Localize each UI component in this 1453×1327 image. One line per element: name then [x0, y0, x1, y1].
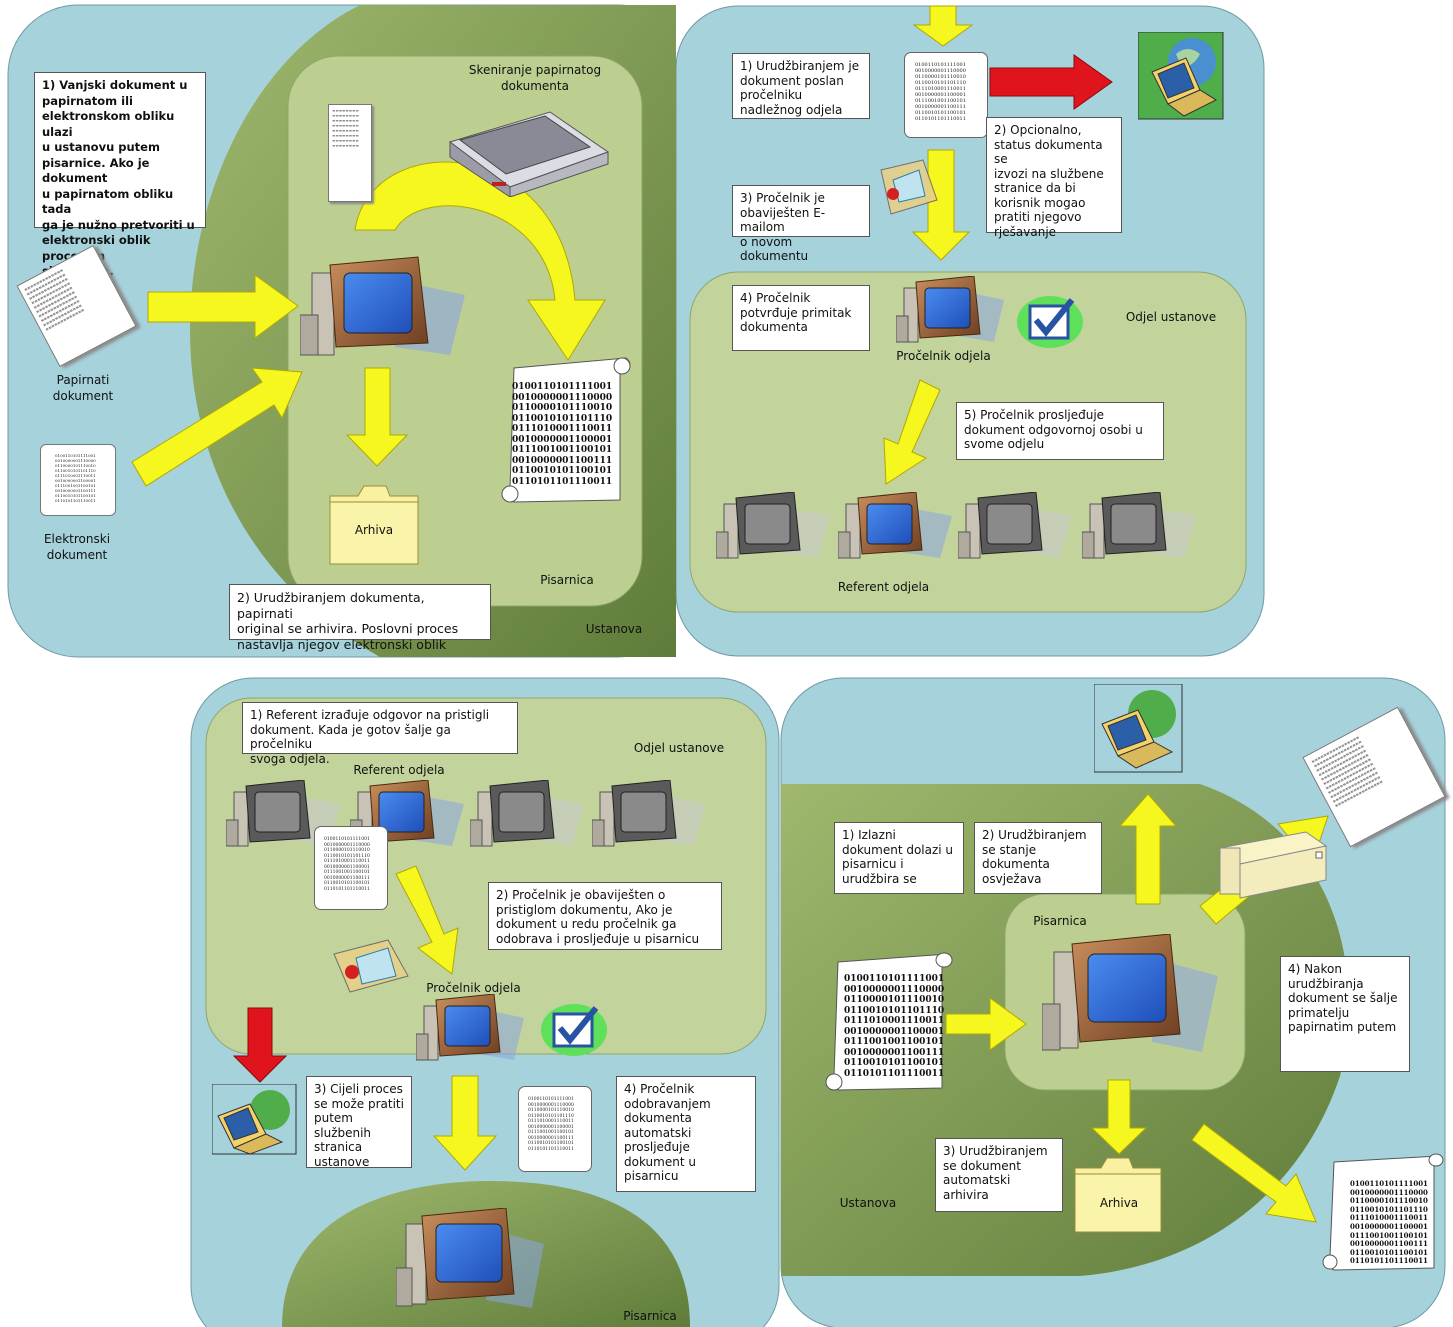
paper-document-icon: ≡≡≡≡≡≡≡≡ ≡≡≡≡≡≡≡≡ ≡≡≡≡≡≡≡≡ ≡≡≡≡≡≡≡≡ ≡≡≡≡…: [328, 104, 372, 202]
binary-block: 0100110101111001 0010000001110000 011000…: [512, 382, 613, 487]
pisarnica-label: Pisarnica: [540, 573, 594, 587]
panel1-scan-label: Skeniranje papirnatog dokumenta: [468, 63, 602, 93]
binary-block: 0100110101111001 0010000001110000 011000…: [844, 974, 945, 1079]
folder-icon: [329, 485, 419, 565]
procelnik-label: Pročelnik odjela: [896, 349, 991, 363]
panel2-box-5: 5) Pročelnik prosljeđuje dokument odgovo…: [956, 402, 1164, 460]
binary-block: 0100110101111001 0010000001110000 011000…: [1350, 1179, 1428, 1266]
scanner-icon: [448, 111, 610, 197]
scroll-icon: 0100110101111001 0010000001110000 011000…: [518, 1086, 592, 1172]
panel2-box-3: 3) Pročelnik je obaviješten E-mailom o n…: [732, 185, 870, 263]
panel-reply-document: 1) Referent izrađuje odgovor na pristigl…: [190, 676, 780, 1327]
referent-label: Referent odjela: [353, 763, 445, 777]
panel3-box-4: 4) Pročelnik odobravanjem dokumenta auto…: [616, 1076, 756, 1192]
megaphone-icon: [880, 159, 938, 215]
printer-icon: [1218, 831, 1328, 899]
computer-icon: [1082, 492, 1196, 559]
odjel-label: Odjel ustanove: [1125, 310, 1217, 324]
ustanova-label: Ustanova: [839, 1196, 897, 1210]
panel-outgoing-document: ≡≡≡≡≡≡≡≡≡≡≡≡≡≡≡≡ ≡≡≡≡≡≡≡≡≡≡≡≡≡≡≡≡ ≡≡≡≡≡≡…: [780, 676, 1453, 1327]
panel1-box-2: 2) Urudžbiranjem dokumenta, papirnati or…: [229, 584, 491, 652]
computer-icon: [396, 1208, 544, 1308]
computer-icon: [470, 780, 584, 847]
panel3-box-3: 3) Cijeli proces se može pratiti putem s…: [306, 1076, 412, 1169]
computer-icon: [716, 492, 830, 559]
checkmark-icon: [541, 1004, 607, 1056]
panel4-box-1: 1) Izlazni dokument dolazi u pisarnicu i…: [834, 822, 964, 894]
panel3-box-2: 2) Pročelnik je obaviješten o pristiglom…: [488, 882, 722, 950]
procelnik-label: Pročelnik odjela: [426, 981, 521, 995]
pisarnica-label: Pisarnica: [1033, 914, 1087, 928]
panel4-box-2: 2) Urudžbiranjem se stanje dokumenta osv…: [974, 822, 1102, 894]
panel3-box-1: 1) Referent izrađuje odgovor na pristigl…: [242, 702, 518, 766]
panel-department-routing: 1) Urudžbiranjem je dokument poslan proč…: [676, 0, 1453, 662]
scroll-icon: 0100110101111001 0010000001110000 011000…: [314, 826, 388, 910]
odjel-label: Odjel ustanove: [633, 741, 725, 755]
scroll-icon: 0100110101111001 0010000001110000 011000…: [40, 444, 116, 516]
laptop-globe-icon: [1138, 32, 1224, 120]
computer-icon: [592, 780, 706, 847]
scroll-icon: 0100110101111001 0010000001110000 011000…: [1320, 1150, 1446, 1274]
arhiva-label: Arhiva: [1099, 1196, 1139, 1210]
panel-incoming-document: 1) Vanjski dokument u papirnatom ili ele…: [0, 0, 676, 662]
ustanova-label: Ustanova: [585, 622, 643, 636]
computer-icon: [416, 994, 524, 1061]
laptop-globe-icon: [1094, 684, 1183, 773]
scroll-icon: 0100110101111001 0010000001110000 011000…: [500, 352, 632, 507]
folder-icon: [1074, 1157, 1162, 1233]
laptop-globe-icon: [212, 1084, 297, 1155]
elektronski-label: Elektronski dokument: [43, 532, 111, 562]
panel2-box-1: 1) Urudžbiranjem je dokument poslan proč…: [732, 53, 870, 119]
computer-icon: [300, 256, 465, 356]
panel4-box-4: 4) Nakon urudžbiranja dokument se šalje …: [1280, 956, 1410, 1072]
panel4-box-3: 3) Urudžbiranjem se dokument automatski …: [935, 1138, 1063, 1212]
megaphone-icon: [333, 939, 409, 993]
computer-icon: [958, 492, 1072, 559]
scroll-icon: 0100110101111001 0010000001110000 011000…: [824, 948, 956, 1094]
computer-icon: [838, 492, 952, 559]
computer-icon: [1042, 934, 1218, 1052]
checkmark-icon: [1017, 296, 1083, 348]
panel2-box-4: 4) Pročelnik potvrđuje primitak dokument…: [732, 285, 870, 351]
panel1-box-1: 1) Vanjski dokument u papirnatom ili ele…: [34, 72, 206, 278]
computer-icon: [896, 276, 1004, 343]
papirnati-label: Papirnati dokument: [52, 373, 114, 403]
pisarnica-label: Pisarnica: [623, 1309, 677, 1323]
arhiva-label: Arhiva: [354, 523, 394, 537]
referent-label: Referent odjela: [837, 580, 930, 594]
scroll-icon: 0100110101111001 0010000001110000 011000…: [904, 52, 988, 138]
panel2-box-2: 2) Opcionalno, status dokumenta se izvoz…: [986, 117, 1122, 239]
